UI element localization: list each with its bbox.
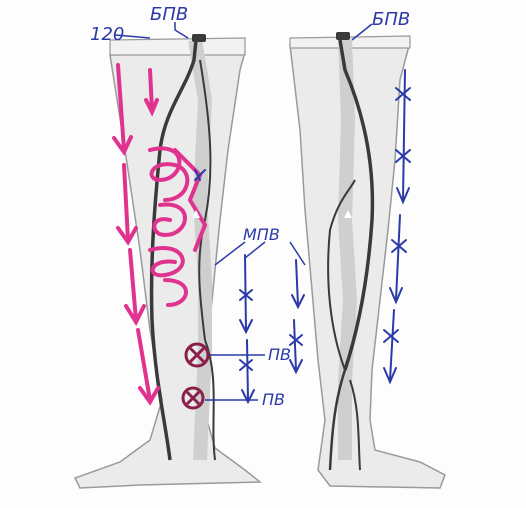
right-deep-vein-band [345,40,350,460]
label-gsv-right: БПВ [372,9,410,30]
blue-arrow-l2 [247,340,248,400]
label-perforator-upper: ПВ [268,345,291,364]
right-vein-cap [336,32,350,40]
label-120: 120 [90,24,124,45]
label-ssv: МПВ [243,225,280,244]
label-perforator-lower: ПВ [262,390,285,409]
left-vein-cap [192,34,206,42]
left-thigh-cuff [110,38,245,55]
magenta-arrow-5 [150,70,152,110]
label-gsv-left: БПВ [150,4,188,25]
blue-arrow-l1 [245,255,246,330]
